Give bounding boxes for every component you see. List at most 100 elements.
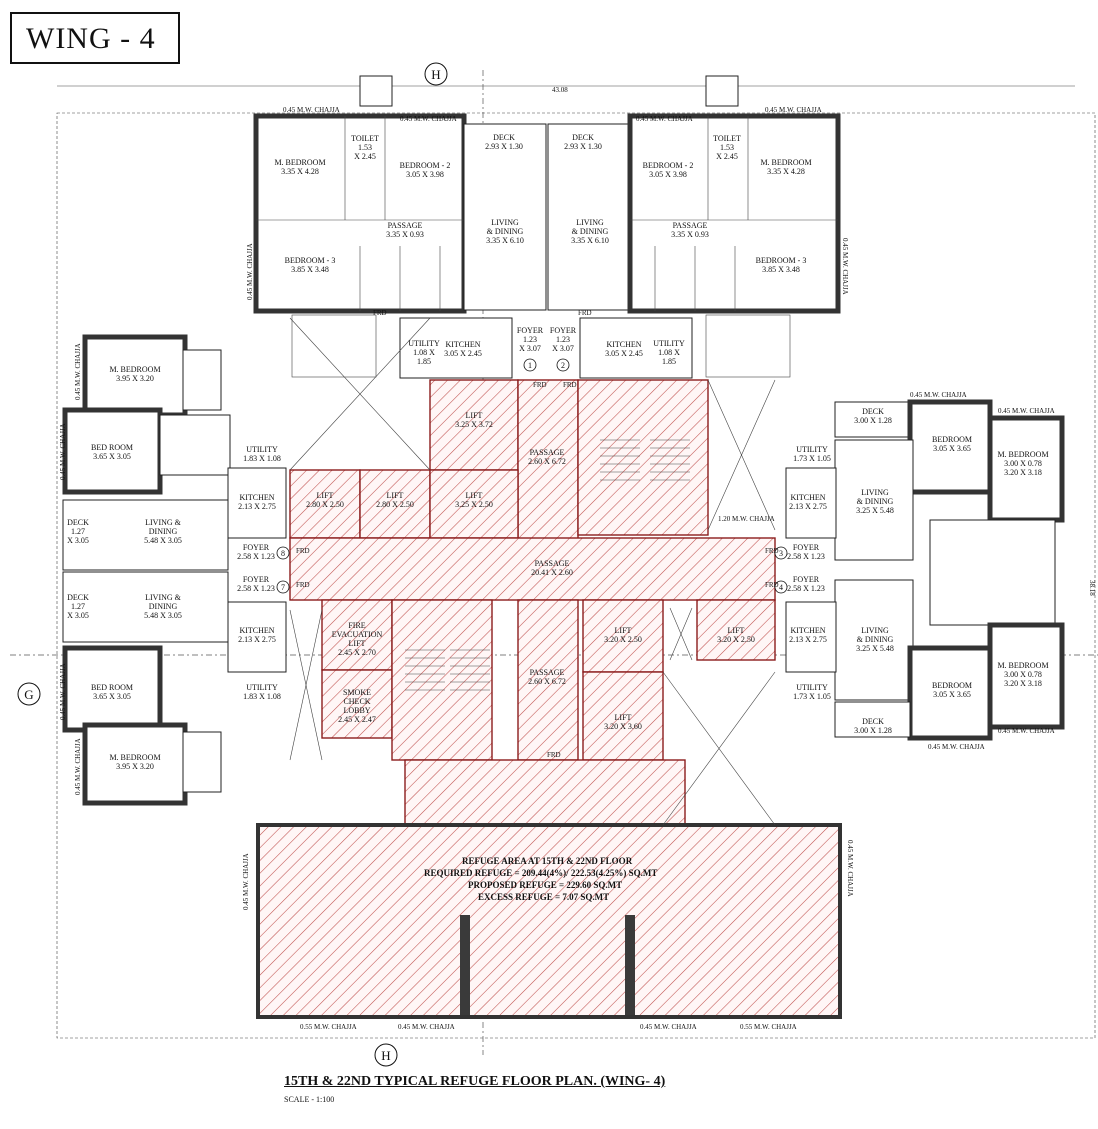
chajja-label-left-mid: 0.45 M.W. CHAJJA	[59, 423, 67, 480]
frd-label: FRD	[296, 547, 310, 555]
top-left-living-outline	[463, 123, 547, 311]
frd-label: FRD	[547, 751, 561, 759]
chajja-label-refuge-left: 0.45 M.W. CHAJJA	[242, 853, 250, 910]
chajja-label-refuge-right: 0.45 M.W. CHAJJA	[846, 840, 854, 897]
lift-a-area	[429, 379, 519, 471]
left-bottom-mbedroom-outline	[84, 724, 186, 804]
right-bottom-living-outline	[834, 579, 914, 701]
unit-marker-label-4: 4	[779, 583, 783, 592]
right-bottom-kitchen-outline	[785, 601, 837, 673]
top-right-apartment-outline	[629, 115, 839, 312]
section-marker-g-label: G	[24, 687, 33, 702]
chajja-label-left-top: 0.45 M.W. CHAJJA	[74, 343, 82, 400]
left-bottom-living-outline	[62, 571, 229, 643]
passage-south-area	[517, 599, 579, 761]
drawing-title: WING - 4	[26, 22, 156, 55]
chajja-label-right-bottom: 0.45 M.W. CHAJJA	[928, 743, 985, 751]
frd-label: FRD	[373, 309, 387, 317]
refuge-area	[257, 824, 841, 1018]
unit-marker-2	[556, 358, 570, 372]
top-left-kitchen-outline	[399, 317, 513, 379]
frd-label: FRD	[765, 547, 779, 555]
frd-label: FRD	[563, 381, 577, 389]
left-top-toilet-outline	[182, 349, 222, 411]
unit-marker-1	[523, 358, 537, 372]
refuge-column	[460, 915, 470, 1015]
lift-f-area	[696, 599, 776, 661]
staircase-south	[391, 599, 493, 761]
top-right-apartment	[627, 113, 841, 314]
section-marker-g	[17, 682, 41, 706]
left-top-living-outline	[62, 499, 229, 571]
frd-label: FRD	[296, 581, 310, 589]
frd-label: FRD	[533, 381, 547, 389]
top-right-void	[705, 75, 739, 107]
overall-height: 38.18	[1088, 580, 1096, 596]
unit-marker-7	[276, 580, 290, 594]
top-right-living-outline	[547, 123, 631, 311]
staircase-treads	[405, 439, 690, 691]
lift-e-area	[582, 599, 664, 673]
refuge-area-walls	[256, 823, 842, 1019]
plan-scale: SCALE - 1:100	[284, 1095, 335, 1104]
refuge-column	[625, 915, 635, 1015]
chajja-label-top-left-inner: 0.45 M.W. CHAJJA	[400, 115, 457, 123]
right-mid-toilets-outline	[929, 519, 1056, 626]
chajja-label-left-mid-2: 0.45 M.W. CHAJJA	[59, 663, 67, 720]
chajja-label-left-bottom: 0.45 M.W. CHAJJA	[74, 738, 82, 795]
right-bottom-mbedroom-walls	[987, 622, 1065, 730]
open-duct-diagonals	[289, 317, 776, 826]
chajja-label-right-top-2: 0.45 M.W. CHAJJA	[998, 407, 1055, 415]
frd-label: FRD	[578, 309, 592, 317]
smoke-lobby-area	[321, 669, 393, 739]
left-top-pass-outline	[159, 414, 231, 476]
chajja-label-bottom-left: 0.55 M.W. CHAJJA	[300, 1023, 357, 1031]
chajja-label-top-left-side: 0.45 M.W. CHAJJA	[246, 243, 254, 300]
left-bottom-kitchen-outline	[227, 601, 287, 673]
unit-marker-label-8: 8	[281, 549, 285, 558]
refuge-note-1: REFUGE AREA AT 15TH & 22ND FLOOR	[462, 856, 633, 866]
lift-b-area	[289, 469, 361, 539]
top-right-apartment-walls	[627, 113, 841, 314]
connector-area	[404, 759, 686, 826]
section-marker-h-top-label: H	[431, 67, 440, 82]
top-right-kitchen-outline	[579, 317, 693, 379]
frd-label: FRD	[765, 581, 779, 589]
